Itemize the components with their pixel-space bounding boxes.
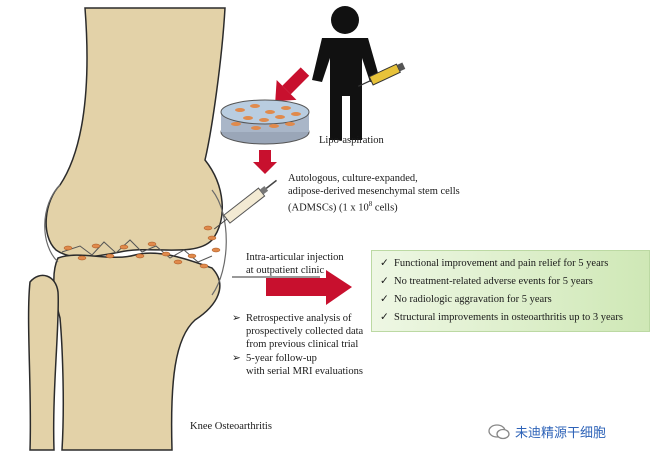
lipo-aspiration-label: Lipo-aspiration bbox=[319, 135, 384, 146]
cells-line-1: Autologous, culture-expanded, bbox=[288, 173, 418, 184]
injection-label: Intra-articular injection at outpatient … bbox=[246, 251, 344, 277]
injection-line-2: at outpatient clinic bbox=[246, 265, 325, 276]
injected-cells bbox=[63, 225, 221, 269]
arrow-down bbox=[253, 150, 277, 174]
knee-osteoarthritis-label: Knee Osteoarthritis bbox=[190, 421, 272, 432]
result-item: ✓No treatment-related adverse events for… bbox=[380, 276, 593, 287]
femur bbox=[45, 7, 226, 258]
fibula bbox=[27, 274, 60, 451]
watermark-text: 未迪精源干细胞 bbox=[515, 426, 607, 441]
cartilage-defect bbox=[61, 239, 213, 263]
cells-label: Autologous, culture-expanded, adipose-de… bbox=[288, 172, 460, 215]
check-icon: ✓ bbox=[380, 294, 389, 305]
result-item: ✓Structural improvements in osteoarthrit… bbox=[380, 312, 623, 323]
arrow-to-dish bbox=[275, 67, 310, 102]
injection-line-1: Intra-articular injection bbox=[246, 252, 344, 263]
wechat-logo-icon bbox=[488, 423, 510, 439]
check-icon: ✓ bbox=[380, 276, 389, 287]
joint-capsule bbox=[44, 184, 227, 296]
tibia bbox=[53, 252, 221, 451]
person-icon bbox=[312, 6, 380, 140]
arrow-to-results bbox=[266, 270, 352, 305]
results-list: ✓Functional improvement and pain relief … bbox=[380, 257, 649, 324]
cells-line-3: (ADMSCs) (1 x 108 cells) bbox=[288, 200, 398, 214]
check-icon: ✓ bbox=[380, 258, 389, 269]
result-item: ✓Functional improvement and pain relief … bbox=[380, 258, 609, 269]
results-box: ✓Functional improvement and pain relief … bbox=[371, 250, 650, 332]
arrowhead-bullet-icon: ➢ bbox=[232, 313, 241, 324]
injection-syringe-icon bbox=[213, 179, 277, 230]
cells-line-2: adipose-derived mesenchymal stem cells bbox=[288, 186, 460, 197]
check-icon: ✓ bbox=[380, 312, 389, 323]
watermark: 未迪精源干细胞 bbox=[488, 422, 606, 441]
petri-dish-icon bbox=[220, 99, 310, 145]
arrowhead-bullet-icon: ➢ bbox=[232, 353, 241, 364]
result-item: ✓No radiologic aggravation for 5 years bbox=[380, 294, 552, 305]
liposuction-syringe-icon bbox=[358, 62, 406, 87]
